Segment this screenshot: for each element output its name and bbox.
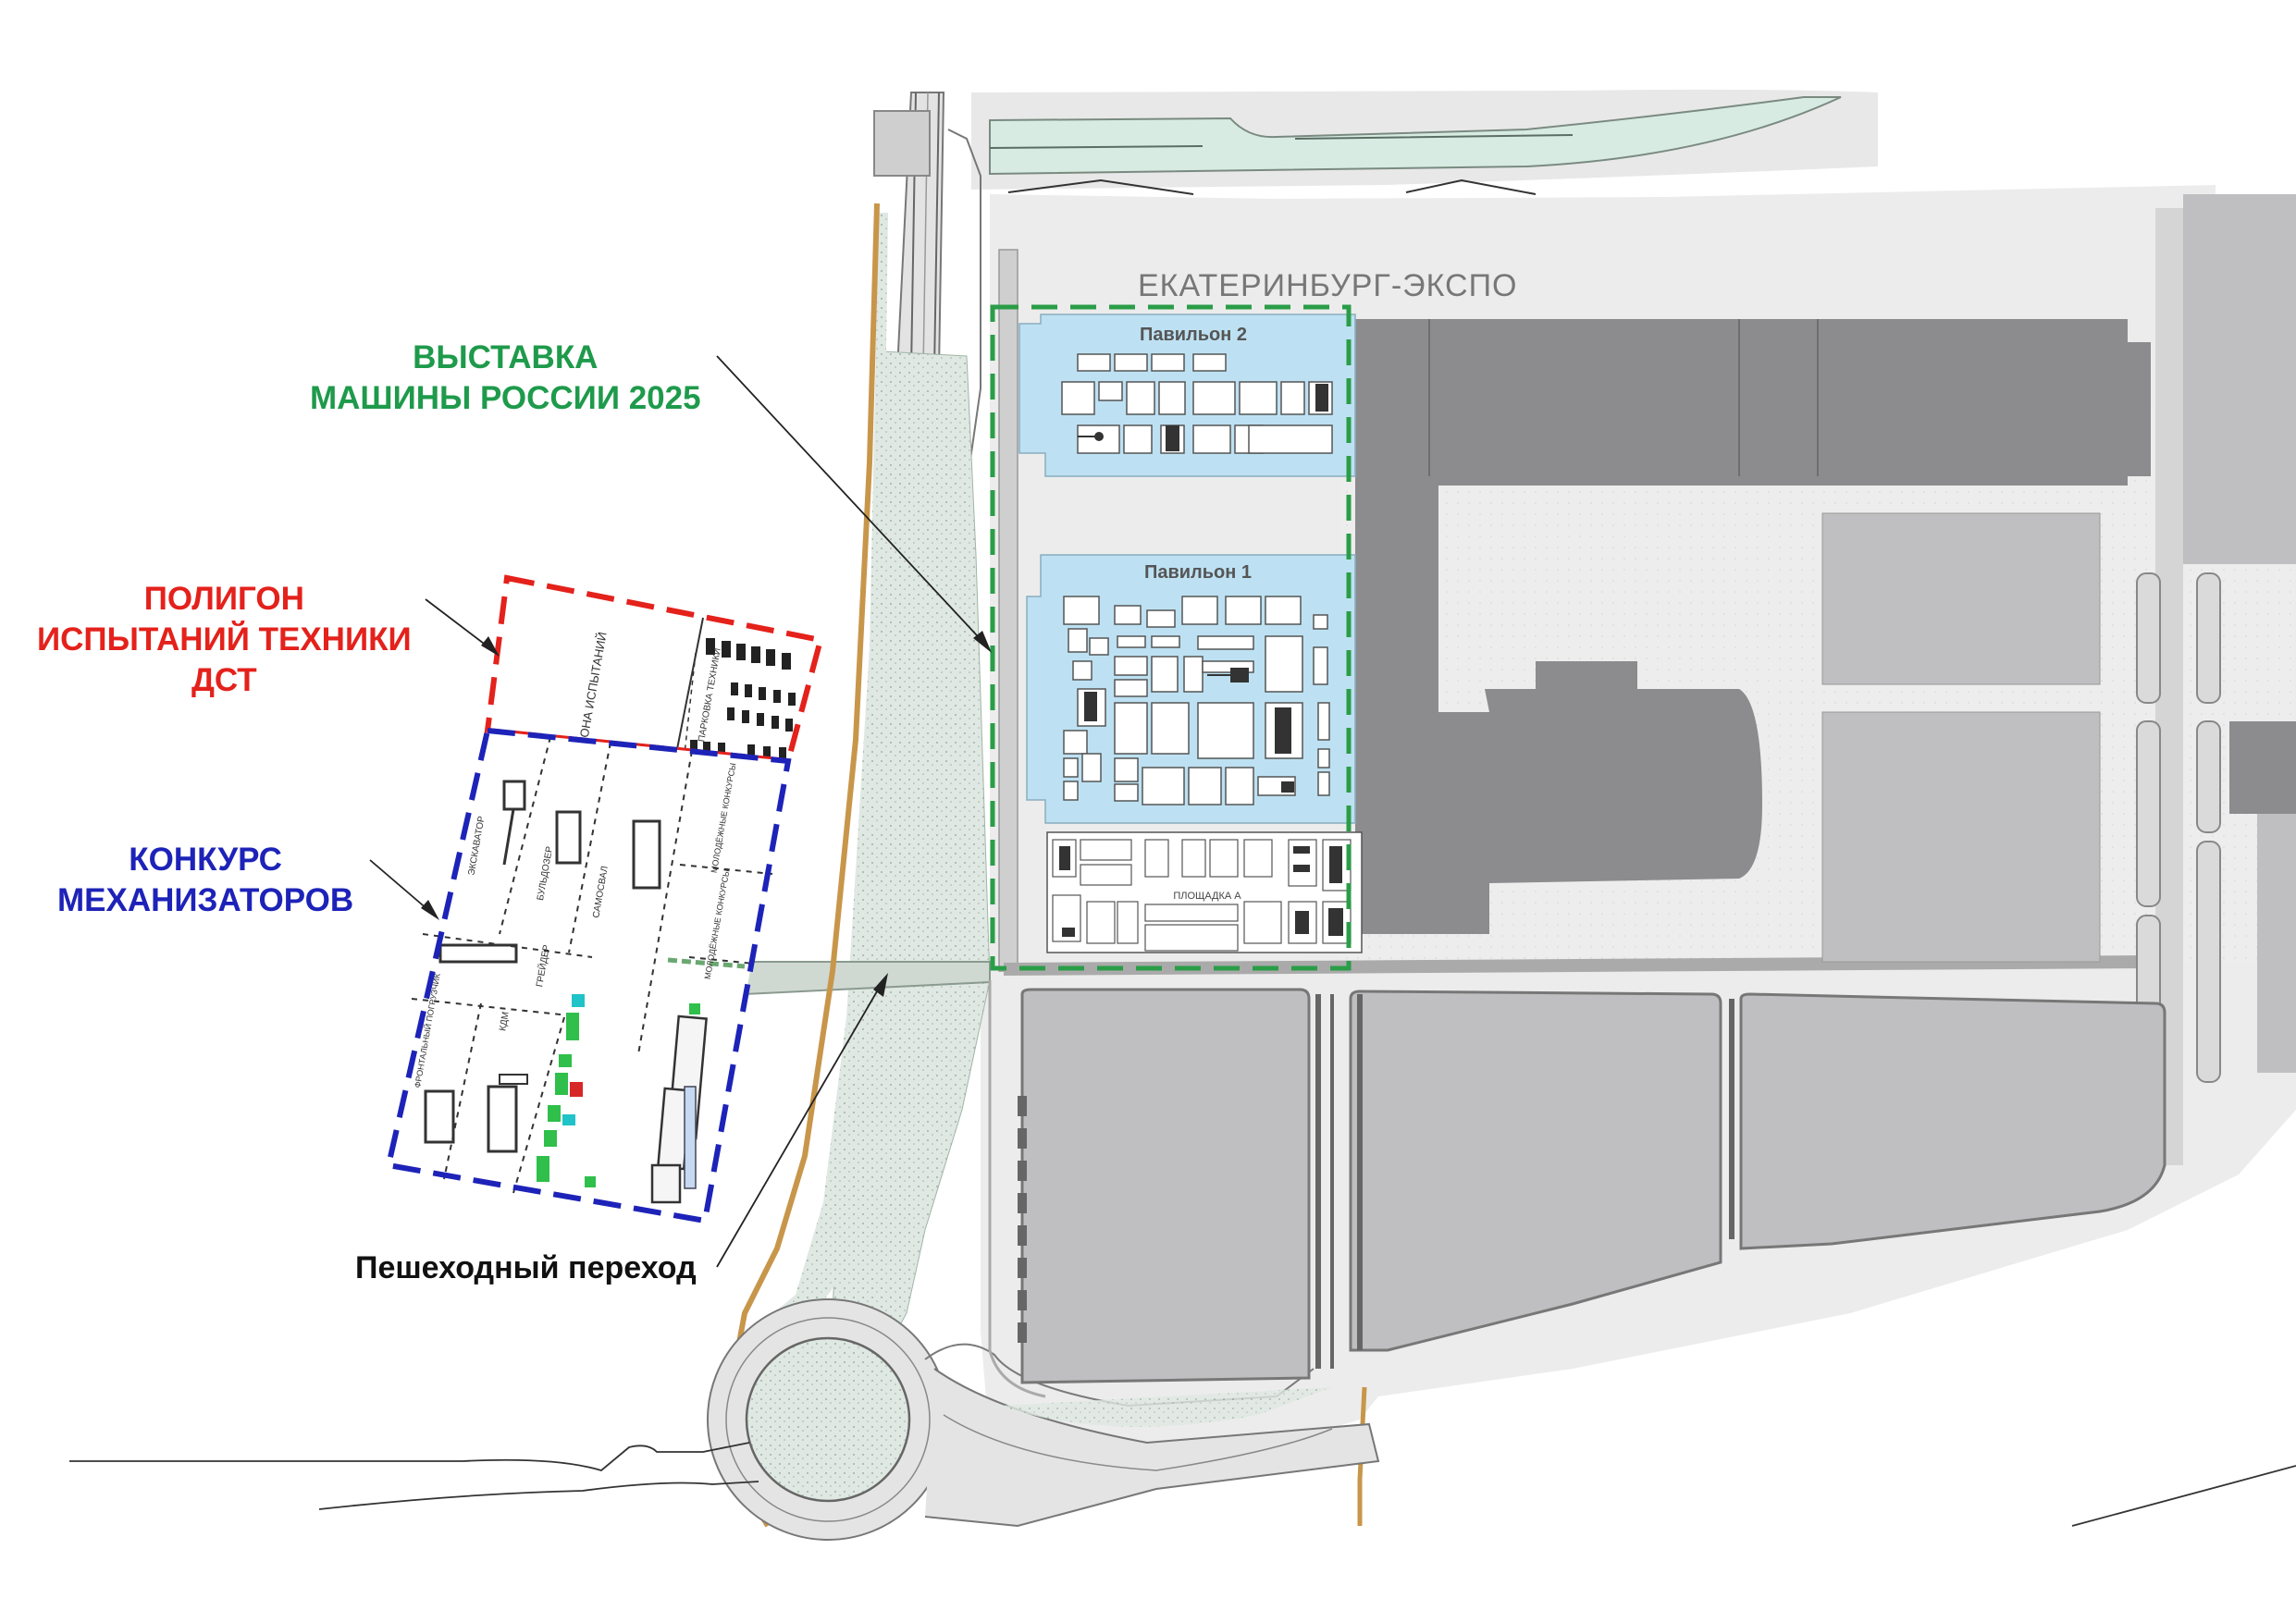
parking-bays: [1018, 1096, 1027, 1343]
test-polygon-title-line-1: ПОЛИГОН: [143, 581, 304, 617]
exhibition-boundary: [990, 304, 1352, 971]
expo-main-hall: [1355, 319, 2151, 934]
verge: [731, 213, 991, 1408]
test-polygon-area: ЗОНА ИСПЫТАНИЙ ПАРКОВКА ТЕХНИКИ: [484, 574, 824, 765]
canal-strip: [971, 89, 1878, 195]
pedestrian-crossing-label: Пешеходный переход: [355, 1250, 697, 1285]
site-a: ПЛОЩАДКА А: [1046, 831, 1363, 953]
site-a-label: ПЛОЩАДКА А: [1173, 891, 1241, 902]
contest-area: ЭКСКАВАТОР БУЛЬДОЗЕР САМОСВАЛ МОЛОДЁЖНЫЕ…: [385, 727, 792, 1224]
right-buildings: [1821, 194, 2296, 1083]
arrow-heads: [421, 631, 992, 997]
pavilion-1: Павильон 1: [1026, 554, 1356, 824]
test-polygon-title: ПОЛИГОН ИСПЫТАНИЙ ТЕХНИКИ ДСТ: [37, 579, 412, 700]
contest-title: КОНКУРС МЕХАНИЗАТОРОВ: [57, 840, 353, 921]
contest-title-line-2: МЕХАНИЗАТОРОВ: [57, 881, 354, 918]
test-polygon-title-line-3: ДСТ: [191, 661, 257, 698]
exhibition-title: ВЫСТАВКА МАШИНЫ РОССИИ 2025: [310, 338, 701, 419]
pavilion-1-label: Павильон 1: [1144, 562, 1252, 583]
exhibition-title-line-1: ВЫСТАВКА: [413, 339, 599, 375]
expo-title: ЕКАТЕРИНБУРГ-ЭКСПО: [1138, 268, 1518, 303]
contest-title-line-1: КОНКУРС: [129, 842, 282, 878]
test-polygon-title-line-2: ИСПЫТАНИЙ ТЕХНИКИ: [37, 621, 412, 658]
kdm-label: КДМ: [498, 1011, 511, 1032]
parking-lots: [1020, 988, 2166, 1384]
pavilion-2: Павильон 2: [1018, 314, 1356, 477]
roundabout: [707, 1298, 1380, 1541]
pavilion-2-label: Павильон 2: [1140, 325, 1247, 345]
exhibition-title-line-2: МАШИНЫ РОССИИ 2025: [310, 379, 701, 416]
terrain-lines: [69, 1442, 2296, 1527]
